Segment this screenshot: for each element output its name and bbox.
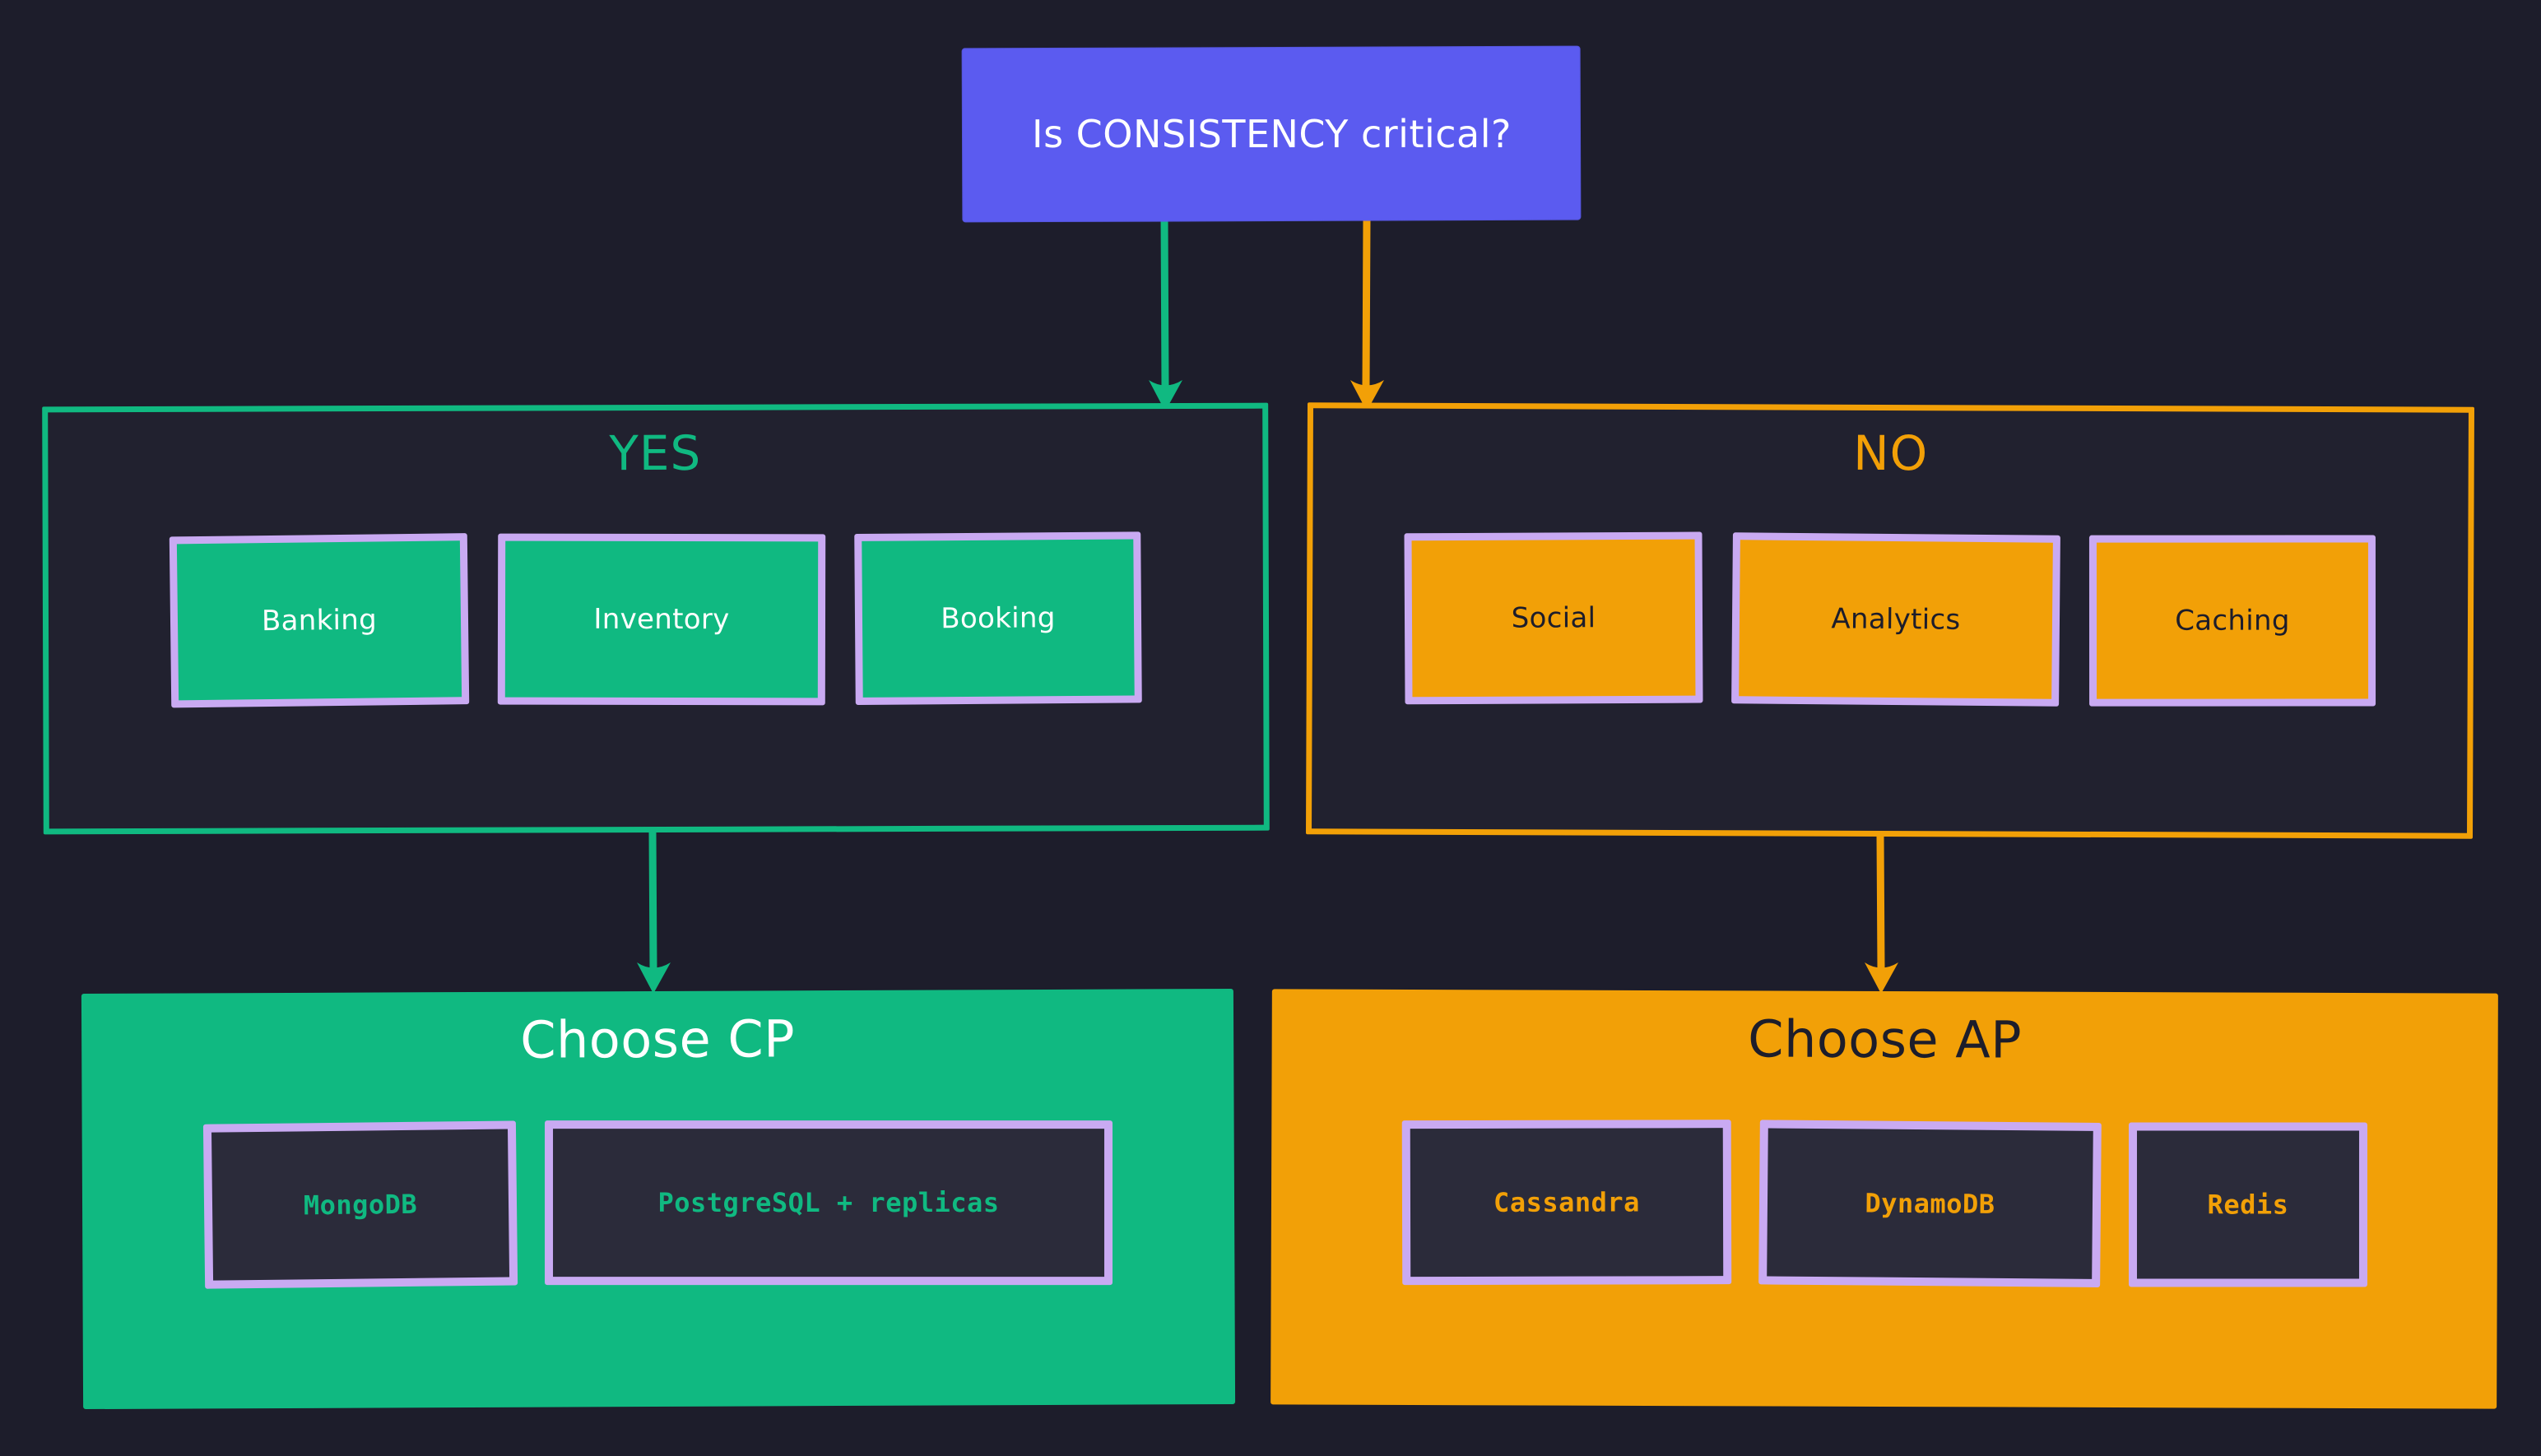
outcome-title-ap: Choose AP [1748,1009,2023,1070]
connector-root-to-no [1350,215,1384,411]
connector-yes-to-cp [637,828,671,994]
chip-booking[interactable]: Booking [854,531,1142,705]
branch-chip-row-yes: Banking Inventory Booking [49,531,1264,708]
branch-group-no[interactable]: NO Social Analytics Caching [1305,402,2475,839]
root-decision-label: Is CONSISTENCY critical? [1031,112,1512,156]
branch-title-no: NO [1853,424,1929,482]
db-chip-mongodb[interactable]: MongoDB [202,1120,518,1289]
outcome-title-cp: Choose CP [520,1009,796,1070]
chip-inventory[interactable]: Inventory [497,533,826,706]
root-decision-node[interactable]: Is CONSISTENCY critical? [962,46,1581,222]
chip-label: Social [1511,601,1596,635]
db-chip-label: Redis [2207,1189,2288,1221]
chip-social[interactable]: Social [1404,531,1703,705]
connector-root-to-yes [1149,215,1182,411]
connector-no-to-ap [1865,832,1898,994]
db-chip-label: DynamoDB [1864,1187,1995,1220]
outcome-node-cp[interactable]: Choose CP MongoDB PostgreSQL + replicas [81,988,1236,1410]
db-chip-dynamodb[interactable]: DynamoDB [1758,1120,2102,1287]
outcome-node-ap[interactable]: Choose AP Cassandra DynamoDB Redis [1270,989,2498,1409]
db-chip-cassandra[interactable]: Cassandra [1401,1120,1731,1286]
db-chip-label: Cassandra [1493,1186,1640,1218]
chip-label: Inventory [593,602,730,637]
db-chip-label: PostgreSQL + replicas [657,1187,1000,1219]
db-chip-label: MongoDB [303,1188,418,1222]
chip-label: Booking [941,601,1056,636]
chip-label: Analytics [1831,602,1961,637]
outcome-db-row-cp: MongoDB PostgreSQL + replicas [82,1119,1235,1289]
chip-label: Banking [261,603,378,638]
chip-analytics[interactable]: Analytics [1731,532,2060,707]
branch-group-yes[interactable]: YES Banking Inventory Booking [42,402,1270,835]
chip-caching[interactable]: Caching [2088,535,2376,707]
branch-title-yes: YES [609,424,702,482]
db-chip-redis[interactable]: Redis [2128,1122,2367,1287]
chip-label: Caching [2175,604,2290,638]
branch-chip-row-no: Social Analytics Caching [1312,531,2469,707]
chip-banking[interactable]: Banking [169,533,470,708]
db-chip-postgresql[interactable]: PostgreSQL + replicas [545,1120,1113,1286]
outcome-db-row-ap: Cassandra DynamoDB Redis [1271,1119,2498,1287]
